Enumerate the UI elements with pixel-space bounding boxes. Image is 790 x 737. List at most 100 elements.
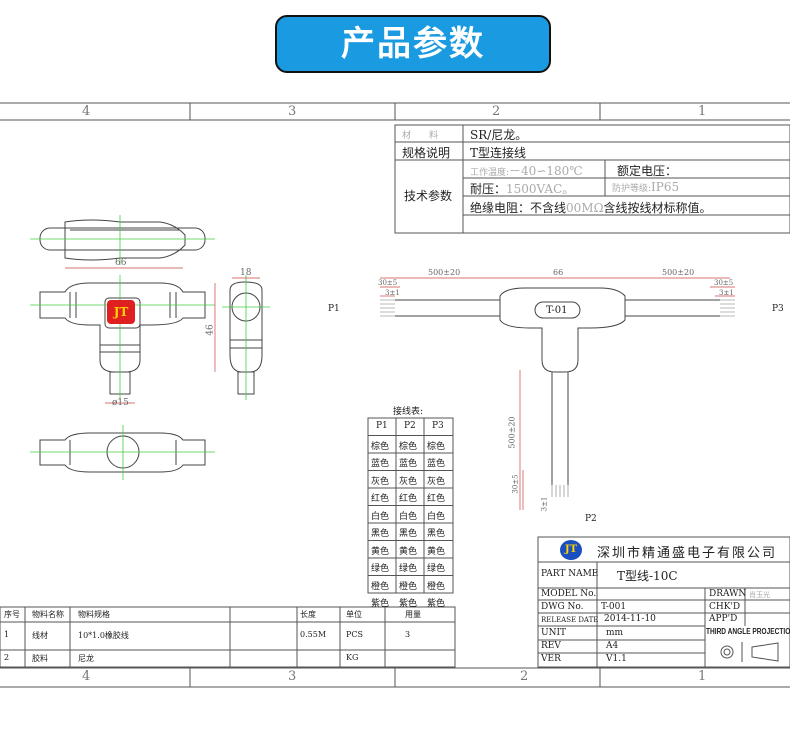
part-name-label: PART NAME: [541, 569, 599, 579]
wiring-cell: 紫色: [399, 599, 418, 609]
banner-title: 产品参数: [275, 15, 551, 73]
release-label: RELEASE DATE: [541, 616, 599, 624]
dim-500-left: 500±20: [428, 268, 461, 277]
bom-header: 物料规格: [78, 610, 110, 619]
dim-500-down: 500±20: [507, 416, 517, 449]
dim-3-left: 3±1: [385, 289, 400, 297]
wiring-cell: 棕色: [399, 441, 418, 452]
dim-30-right: 30±5: [714, 279, 734, 287]
unit-label: UNIT: [541, 628, 567, 638]
wiring-cell: 黄色: [371, 546, 390, 557]
wiring-cell: 蓝色: [371, 459, 390, 469]
release-value: 2014-11-10: [604, 614, 656, 624]
projection-label: THIRD ANGLE PROJECTION: [706, 627, 790, 636]
wiring-cell: 白色: [399, 511, 418, 522]
wiring-cell: 绿色: [427, 564, 446, 574]
wiring-cell: 棕色: [427, 441, 446, 452]
wiring-cell: 橙色: [399, 581, 418, 592]
dim-18: 18: [240, 268, 252, 278]
drawn-value: 肖玉光: [749, 591, 770, 599]
ver-value: V1.1: [606, 654, 627, 664]
temp-value: －40∽180℃: [509, 164, 583, 178]
wiring-cell: 紫色: [427, 599, 446, 609]
wiring-cell: 红色: [371, 494, 390, 504]
wiring-cell: 蓝色: [399, 459, 418, 469]
dim-30-left: 30±5: [378, 279, 398, 287]
ip-label: 防护等级:: [612, 184, 652, 194]
wiring-cell: 蓝色: [427, 459, 446, 469]
bom-cell: 1: [4, 630, 10, 639]
tech-label: 技术参数: [404, 189, 453, 203]
spec-value: T型连接线: [470, 146, 527, 160]
rev-value: A4: [606, 641, 619, 651]
insulation-suffix: 含线按线材标称值。: [603, 201, 712, 215]
wiring-cell: 白色: [371, 511, 390, 522]
wiring-header: P2: [404, 421, 416, 431]
ruler-top-3: 3: [288, 104, 297, 119]
dim-46: 46: [205, 324, 216, 336]
logo-on-part: JT: [107, 300, 135, 324]
ruler-top-1: 1: [698, 104, 707, 119]
wiring-header: P3: [432, 421, 444, 431]
insulation-value: 00MΩ: [566, 201, 604, 215]
bom-header: 用量: [405, 610, 421, 619]
company-logo: JT: [560, 540, 582, 560]
bom-cell: 10*1.0橡胶线: [78, 631, 129, 640]
wiring-title: 接线表:: [393, 407, 424, 417]
model-label: MODEL No.: [541, 589, 597, 599]
dim-500-right: 500±20: [662, 268, 695, 277]
bom-cell: KG: [346, 653, 359, 662]
dim-66: 66: [115, 258, 127, 268]
wiring-cell: 棕色: [371, 441, 390, 452]
chkd-label: CHK'D: [709, 602, 741, 612]
wiring-cell: 绿色: [399, 564, 418, 574]
dim-3-down: 3±1: [540, 496, 549, 512]
ruler-top-2: 2: [492, 104, 501, 119]
ruler-bottom-1: 1: [698, 669, 707, 684]
wiring-cell: 红色: [399, 494, 418, 504]
dim-66-right: 66: [553, 268, 564, 277]
company-name: 深圳市精通盛电子有限公司: [597, 546, 778, 561]
wiring-cell: 黄色: [399, 546, 418, 557]
material-value: SR/尼龙。: [470, 128, 528, 142]
unit-value: mm: [606, 628, 624, 638]
bom-cell: 3: [405, 630, 411, 639]
ruler-bottom-3: 3: [288, 669, 297, 684]
part-name: T型线-10C: [617, 569, 678, 583]
wiring-cell: 黑色: [399, 529, 418, 539]
wiring-cell: 黑色: [427, 529, 446, 539]
appd-label: APP'D: [709, 614, 738, 624]
bom-header: 序号: [4, 610, 20, 619]
dim-3-right: 3±1: [719, 289, 734, 297]
dwg-value: T-001: [601, 602, 627, 612]
ip-value: IP65: [651, 180, 680, 194]
wiring-cell: 灰色: [427, 476, 446, 487]
ruler-bottom-4: 4: [82, 669, 91, 684]
port-p3: P3: [772, 304, 784, 314]
bom-header: 物料名称: [32, 610, 64, 619]
wiring-cell: 白色: [427, 511, 446, 522]
wiring-cell: 灰色: [399, 476, 418, 487]
bom-cell: 胶料: [32, 654, 48, 663]
ruler-bottom-2: 2: [520, 669, 529, 684]
bom-cell: 0.55M: [300, 630, 327, 639]
dim-30-down: 30±5: [511, 474, 520, 494]
ver-label: VER: [541, 654, 561, 664]
withstand-value: 1500VAC。: [506, 182, 575, 196]
drawn-label: DRAWN: [709, 589, 747, 599]
wiring-cell: 黄色: [427, 546, 446, 557]
spec-label: 规格说明: [402, 146, 451, 160]
ruler-top-4: 4: [82, 104, 91, 119]
dim-phi15: ø15: [112, 398, 129, 408]
port-p2: P2: [585, 514, 597, 524]
rev-label: REV: [541, 641, 561, 651]
withstand-label: 耐压：: [470, 182, 507, 196]
wiring-cell: 橙色: [371, 581, 390, 592]
wiring-cell: 紫色: [371, 599, 390, 609]
dwg-label: DWG No.: [541, 602, 584, 612]
bom-header: 长度: [300, 610, 316, 619]
part-label: T-01: [546, 305, 568, 316]
port-p1: P1: [328, 304, 340, 314]
